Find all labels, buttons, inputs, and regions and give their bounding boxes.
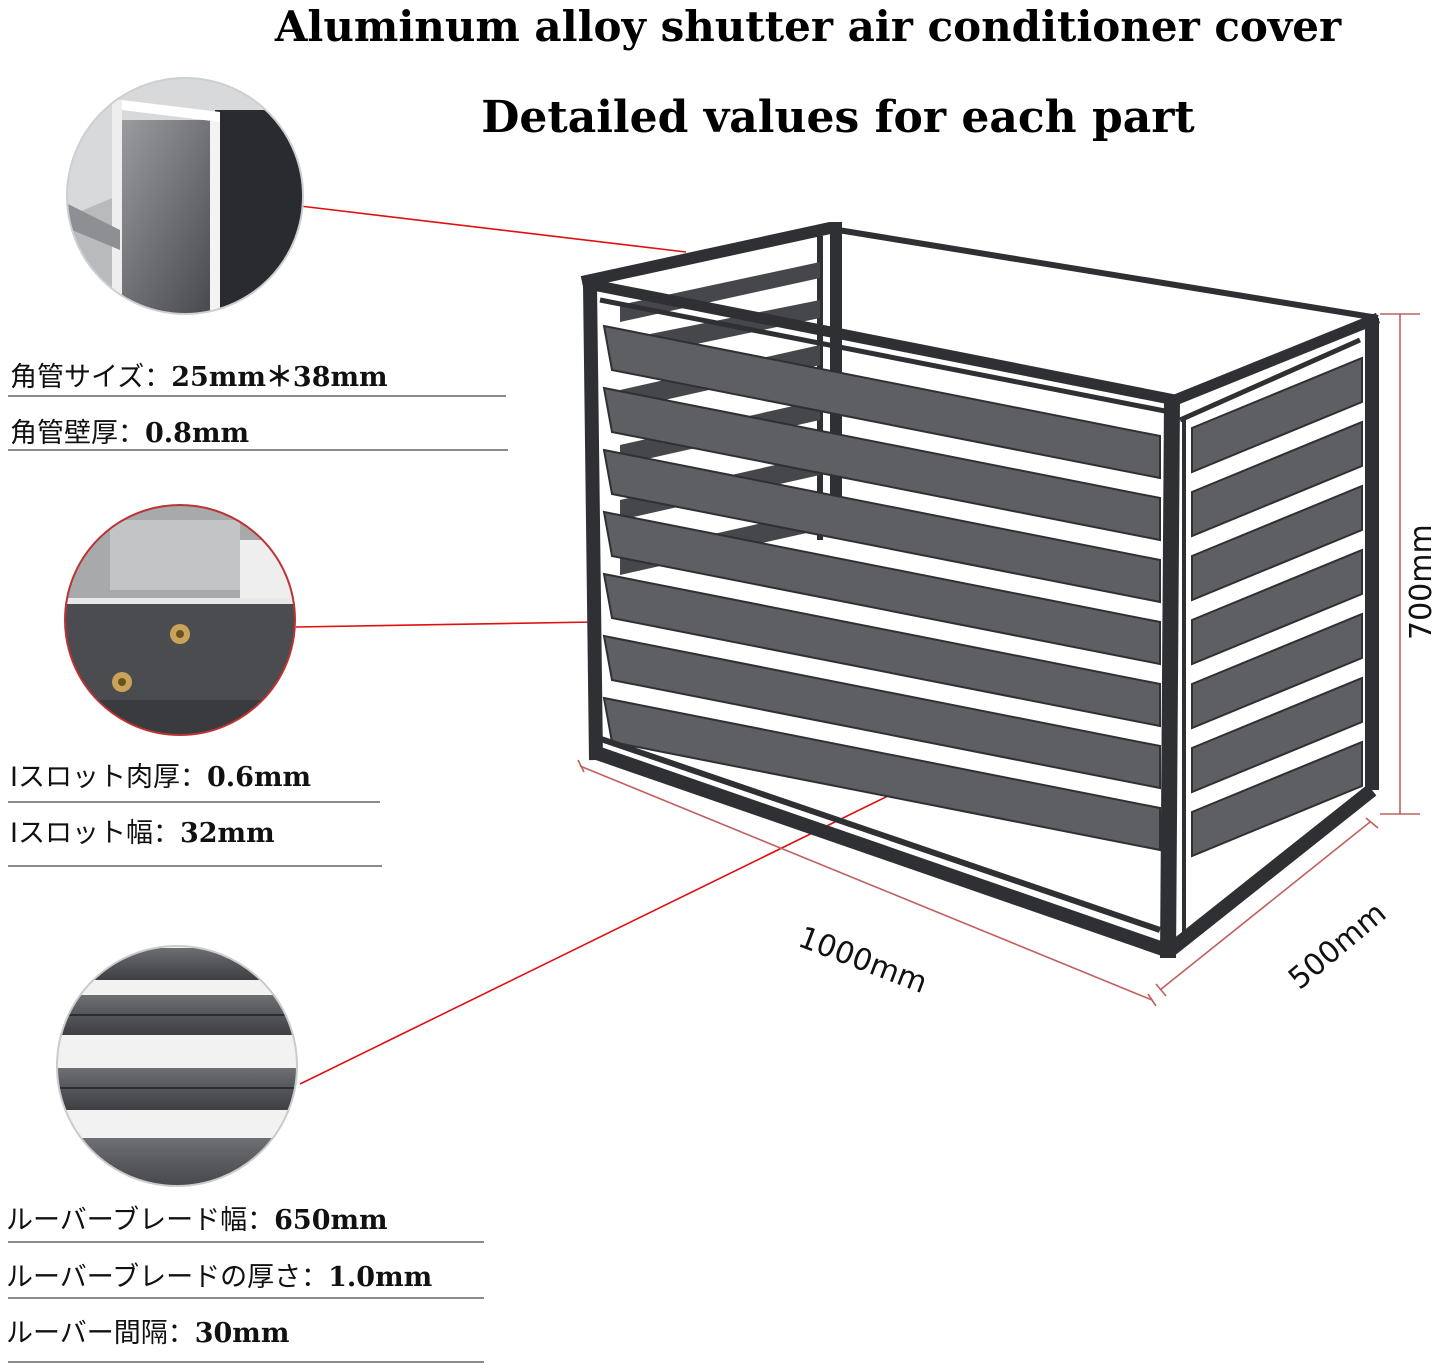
side-louver-blade [1191, 484, 1363, 602]
side-louver-blade [1191, 676, 1363, 794]
spec-label: Iスロット幅： [10, 818, 180, 849]
louver-blade [602, 510, 1161, 666]
divider [8, 801, 380, 803]
divider [8, 1241, 484, 1243]
dimension-lines [577, 313, 1420, 1007]
blade-thickness-spec: ルーバーブレードの厚さ：1.0mm [6, 1255, 432, 1294]
leader-line-slot [295, 621, 595, 628]
tube-wall-spec: 角管壁厚：0.8mm [10, 411, 249, 450]
cover-side-louvers [1191, 356, 1363, 858]
spec-label: ルーバーブレードの厚さ： [6, 1262, 329, 1293]
divider [8, 865, 382, 867]
divider [8, 395, 506, 397]
spec-value: 25mm＊38mm [171, 362, 388, 393]
tube-size-spec: 角管サイズ：25mm＊38mm [10, 355, 388, 394]
spec-label: 角管壁厚： [10, 418, 145, 449]
leader-line-blade [299, 794, 891, 1085]
divider [8, 1297, 484, 1299]
side-louver-blade [1191, 356, 1363, 474]
side-louver-blade [1191, 548, 1363, 666]
tube-detail-magnifier [66, 77, 304, 315]
spec-value: 0.6mm [206, 762, 312, 793]
spec-label: Iスロット肉厚： [10, 762, 207, 793]
blade-width-spec: ルーバーブレード幅：650mm [6, 1198, 388, 1237]
slot-thickness-spec: Iスロット肉厚：0.6mm [10, 755, 311, 794]
height-dimension-label: 700mm [1404, 524, 1436, 640]
louver-blade [602, 696, 1161, 852]
leader-lines [295, 205, 891, 1085]
slot-width-spec: Iスロット幅：32mm [10, 811, 275, 850]
spec-label: ルーバーブレード幅： [6, 1205, 275, 1236]
spec-value: 0.8mm [145, 418, 250, 449]
page-title: Aluminum alloy shutter air conditioner c… [274, 2, 1342, 51]
spec-label: 角管サイズ： [10, 362, 172, 393]
divider [8, 1361, 484, 1363]
slot-detail-magnifier [64, 504, 296, 736]
side-louver-blade [1191, 612, 1363, 730]
louver-blade [602, 634, 1161, 790]
spec-value: 1.0mm [328, 1262, 433, 1293]
spec-value: 650mm [274, 1205, 388, 1236]
side-louver-blade [1191, 420, 1363, 538]
page-subtitle: Detailed values for each part [481, 92, 1195, 143]
cover-top-frame [586, 227, 1381, 415]
spec-label: ルーバー間隔： [6, 1318, 195, 1349]
spec-value: 32mm [179, 818, 275, 849]
cover-side-frame [1163, 318, 1379, 958]
louver-blade [602, 324, 1161, 480]
spec-value: 30mm [194, 1318, 290, 1349]
cover-front-frame [583, 283, 1186, 959]
louver-spacing-spec: ルーバー間隔：30mm [6, 1311, 289, 1350]
leader-line-tube [299, 205, 687, 253]
louver-blade [602, 386, 1161, 542]
depth-dimension-line [1159, 821, 1371, 991]
divider [8, 449, 508, 451]
cover-front-louvers [602, 324, 1161, 852]
louver-blade [602, 572, 1161, 728]
blade-detail-magnifier [56, 945, 298, 1187]
louver-blade [602, 448, 1161, 604]
side-louver-blade [1191, 740, 1363, 858]
width-dimension-line [579, 765, 1153, 1001]
